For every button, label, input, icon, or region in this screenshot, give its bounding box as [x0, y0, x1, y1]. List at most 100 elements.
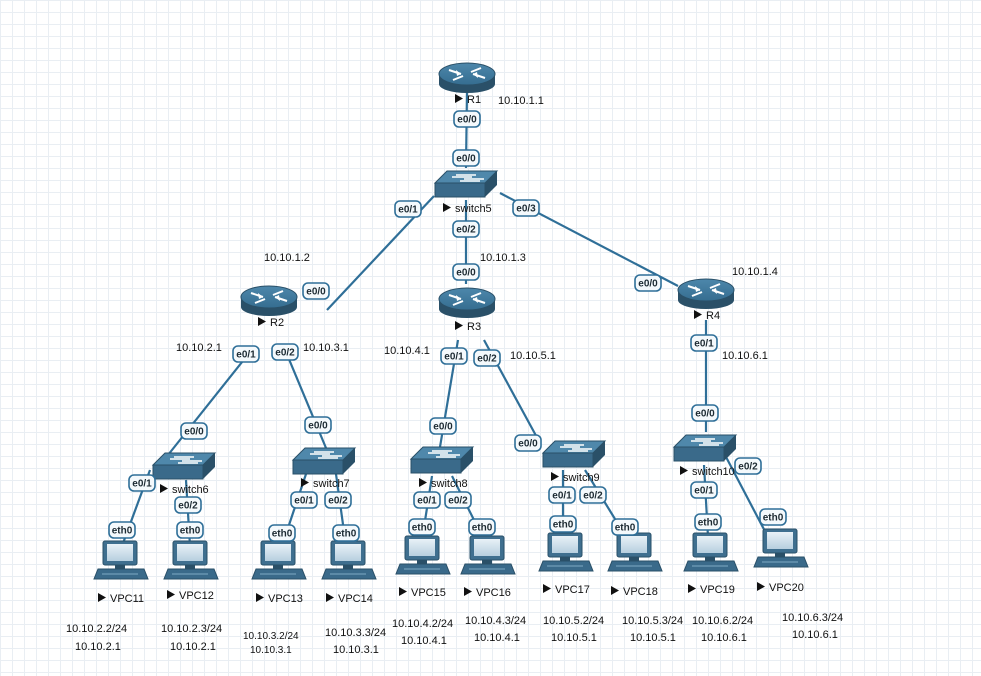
node-r2[interactable]: R2: [240, 285, 298, 329]
node-switch5[interactable]: switch5: [433, 170, 499, 215]
label-arrow-icon: [301, 478, 309, 487]
port-badge-switch5: e0/3: [512, 199, 540, 217]
node-vpc17[interactable]: VPC17: [538, 532, 594, 596]
node-label: R4: [706, 310, 720, 322]
port-badge-r3: e0/1: [440, 347, 468, 365]
port-badge-switch8: e0/2: [444, 491, 472, 509]
pc-ip-vpc18: 10.10.5.3/24: [622, 615, 683, 627]
node-label: VPC16: [476, 587, 511, 599]
label-arrow-icon: [167, 590, 175, 599]
label-arrow-icon: [160, 484, 168, 493]
node-switch6[interactable]: switch6: [151, 452, 217, 496]
node-vpc11[interactable]: VPC11: [93, 540, 149, 605]
port-badge-r3: e0/2: [473, 349, 501, 367]
label-arrow-icon: [551, 472, 559, 481]
port-label: e0/1: [444, 352, 464, 363]
pc-ip-vpc17: 10.10.5.2/24: [543, 615, 604, 627]
pc-ip-vpc15: 10.10.4.2/24: [392, 618, 453, 630]
pc-icon: [321, 540, 377, 580]
label-arrow-icon: [443, 203, 451, 212]
port-badge-r4: e0/1: [690, 334, 718, 352]
port-badge-switch6: e0/1: [128, 474, 156, 492]
node-label: switch8: [431, 478, 468, 490]
port-badge-switch10: e0/1: [690, 481, 718, 499]
port-label: eth0: [698, 518, 719, 529]
node-vpc13[interactable]: VPC13: [251, 540, 307, 605]
port-label: e0/0: [308, 421, 328, 432]
port-label: e0/2: [448, 496, 468, 507]
port-label: eth0: [336, 529, 357, 540]
text-layer: 10.10.1.1 10.10.1.2 10.10.1.3 10.10.1.4 …: [66, 95, 843, 656]
node-r1[interactable]: R1: [438, 62, 496, 106]
node-r3[interactable]: R3: [438, 287, 496, 333]
pc-ip-vpc11: 10.10.2.2/24: [66, 623, 127, 635]
port-badge-r1: e0/0: [453, 110, 481, 128]
pc-gw-vpc11: 10.10.2.1: [75, 641, 121, 653]
node-switch9[interactable]: switch9: [541, 440, 607, 484]
port-label: eth0: [763, 513, 784, 524]
port-label: e0/2: [583, 491, 603, 502]
node-vpc18[interactable]: VPC18: [607, 532, 663, 598]
node-switch10[interactable]: switch10: [672, 434, 738, 478]
ip-label-r3-e0-1: 10.10.4.1: [384, 345, 430, 357]
port-label: e0/0: [457, 115, 477, 126]
port-label: e0/1: [417, 496, 437, 507]
pc-gw-vpc15: 10.10.4.1: [401, 635, 447, 647]
pc-icon: [538, 532, 594, 572]
node-vpc15[interactable]: VPC15: [395, 535, 451, 599]
port-label: e0/0: [456, 154, 476, 165]
node-switch7[interactable]: switch7: [291, 447, 357, 490]
node-vpc14[interactable]: VPC14: [321, 540, 377, 605]
ip-label-r2-e0-2: 10.10.3.1: [303, 342, 349, 354]
port-badge-r2: e0/2: [271, 343, 299, 361]
port-badge-vpc12: eth0: [176, 521, 204, 539]
port-label: e0/2: [328, 496, 348, 507]
port-badge-vpc20: eth0: [759, 508, 787, 526]
node-vpc20[interactable]: VPC20: [753, 528, 809, 594]
port-badge-switch6: e0/0: [180, 422, 208, 440]
node-r4[interactable]: R4: [677, 278, 735, 322]
port-badge-r2: e0/0: [302, 282, 330, 300]
node-vpc19[interactable]: VPC19: [683, 532, 739, 596]
node-label: VPC18: [623, 586, 658, 598]
label-arrow-icon: [455, 94, 463, 103]
router-icon: [240, 285, 298, 316]
ip-label-r4-e0-1: 10.10.6.1: [722, 350, 768, 362]
router-icon: [677, 278, 735, 309]
switch-icon: [151, 452, 217, 480]
switch-icon: [409, 446, 475, 474]
port-label: e0/1: [694, 486, 714, 497]
node-label: switch9: [563, 472, 600, 484]
port-badge-r2: e0/1: [232, 345, 260, 363]
router-icon: [438, 62, 496, 93]
ip-label-r3-e0-2: 10.10.5.1: [510, 350, 556, 362]
node-label: VPC15: [411, 587, 446, 599]
pc-gw-vpc20: 10.10.6.1: [792, 629, 838, 641]
port-label: eth0: [553, 520, 574, 531]
node-vpc12[interactable]: VPC12: [163, 540, 219, 602]
port-label: e0/0: [184, 427, 204, 438]
port-label: eth0: [112, 526, 133, 537]
label-arrow-icon: [326, 593, 334, 602]
node-label: VPC14: [338, 593, 373, 605]
port-label: e0/0: [306, 287, 326, 298]
pc-icon: [395, 535, 451, 575]
node-vpc16[interactable]: VPC16: [460, 535, 516, 599]
pc-gw-vpc14: 10.10.3.1: [333, 644, 379, 656]
pc-icon: [251, 540, 307, 580]
node-label: VPC19: [700, 584, 735, 596]
port-label: e0/2: [456, 225, 476, 236]
port-label: e0/0: [433, 422, 453, 433]
port-label: eth0: [180, 526, 201, 537]
port-badge-switch10: e0/2: [734, 457, 762, 475]
port-label: e0/1: [552, 491, 572, 502]
pc-gw-vpc13: 10.10.3.1: [250, 645, 292, 656]
port-badge-vpc14: eth0: [332, 524, 360, 542]
port-label: e0/1: [132, 479, 152, 490]
port-label: e0/3: [516, 204, 536, 215]
node-label: VPC20: [769, 582, 804, 594]
port-label: eth0: [272, 529, 293, 540]
node-switch8[interactable]: switch8: [409, 446, 475, 490]
